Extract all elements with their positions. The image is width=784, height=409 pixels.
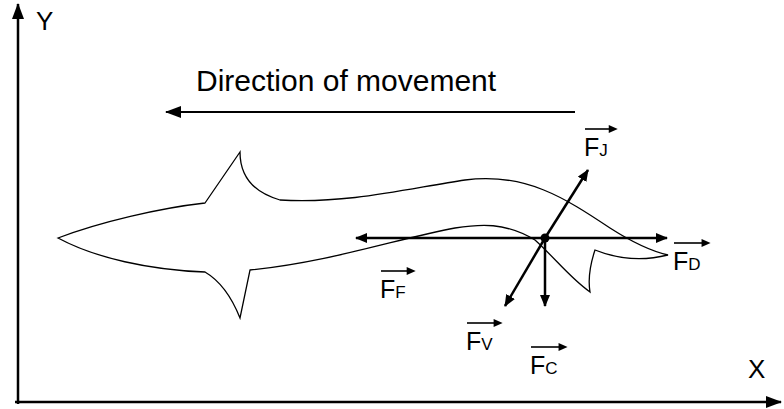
- force-label: FF: [380, 277, 406, 302]
- vector-overline-shaft: [674, 242, 703, 244]
- force-label: FD: [673, 249, 701, 274]
- axis-label: Y: [36, 8, 53, 34]
- vector-overline-shaft: [531, 346, 560, 348]
- y-axis: [17, 4, 20, 404]
- vector-overline-shaft: [585, 128, 610, 130]
- axis-label-box: X: [748, 356, 765, 382]
- vector-overline-shaft: [381, 270, 408, 272]
- force-arrow: [545, 237, 667, 240]
- vector-overline-head: [494, 319, 503, 327]
- force-label: FV: [466, 329, 493, 354]
- vector-overline-head: [609, 125, 618, 133]
- force-label-box: FC: [530, 342, 558, 378]
- force-label-box: FJ: [584, 124, 608, 160]
- vector-overline-head: [702, 239, 711, 247]
- vector-overline-shaft: [467, 322, 495, 324]
- axis-label: X: [748, 356, 765, 382]
- axis-label-box: Y: [36, 8, 53, 34]
- force-label: FC: [530, 353, 558, 378]
- movement-arrow: [166, 111, 575, 113]
- application-point: [541, 234, 550, 243]
- vector-overline: [466, 318, 505, 328]
- force-arrow: [544, 238, 547, 306]
- x-axis: [15, 401, 781, 404]
- direction-label: Direction of movement: [196, 66, 496, 96]
- force-arrow: [356, 237, 545, 240]
- force-label-box: FD: [673, 238, 701, 274]
- vector-overline-head: [407, 267, 416, 275]
- force-arrow: [505, 238, 545, 306]
- vector-overline: [530, 342, 570, 352]
- fish-outline: [58, 152, 668, 318]
- force-arrow: [545, 170, 588, 238]
- force-label-box: FV: [466, 318, 493, 354]
- vector-overline-head: [559, 343, 568, 351]
- vector-overline: [584, 124, 620, 134]
- force-label: FJ: [584, 135, 608, 160]
- vector-overline: [380, 266, 418, 276]
- direction-label-box: Direction of movement: [196, 66, 496, 96]
- vector-overline: [673, 238, 713, 248]
- force-label-box: FF: [380, 266, 406, 302]
